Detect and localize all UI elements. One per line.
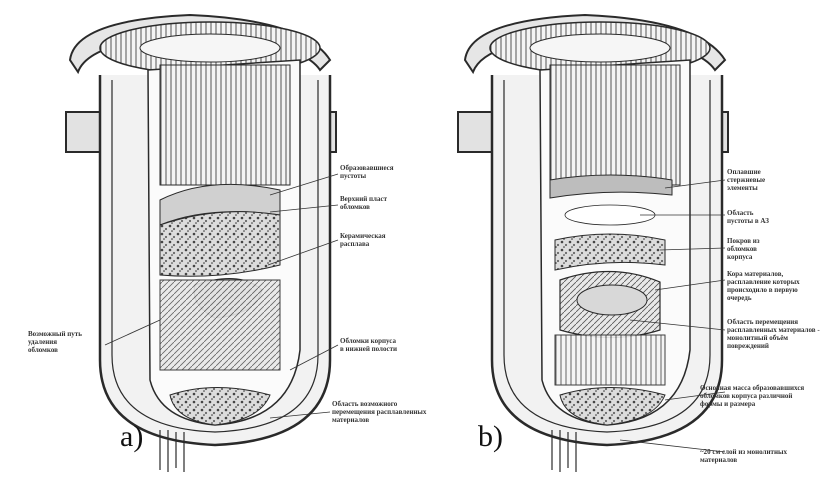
label-a-lower-plenum: Обломки корпуса в нижней полости <box>340 337 398 353</box>
label-b-core-void: Область пустоты в АЗ <box>727 209 769 225</box>
label-a-ceramic-melt: Керамическая расплава <box>340 232 386 248</box>
label-b-monolith-layer: ~20 см слой из монолитных материалов <box>700 448 787 464</box>
panel-a-letter: a) <box>120 420 144 453</box>
label-a-melt-relocation: Область возможного перемещения расплавле… <box>332 400 427 424</box>
panel-b-vessel <box>457 13 729 472</box>
label-a-voids: Образовавшиеся пустоты <box>340 164 394 180</box>
label-b-first-melt-crust: Кора материалов, расплавление которых пр… <box>727 270 800 302</box>
panel-a-vessel <box>65 13 339 472</box>
label-a-debris-path: Возможный путь удаления обломков <box>28 330 82 354</box>
label-b-debris-cover: Покров из обломков корпуса <box>727 237 760 261</box>
panel-b-letter: b) <box>478 420 503 453</box>
label-b-slumped-rods: Оплавшие стержневые элементы <box>727 168 766 192</box>
label-b-bulk-debris: Основная масса образовавшихся обломков к… <box>700 384 805 408</box>
label-a-upper-debris: Верхний пласт обломков <box>340 195 388 211</box>
label-b-melt-region: Область перемещения расплавленных матери… <box>727 318 820 350</box>
